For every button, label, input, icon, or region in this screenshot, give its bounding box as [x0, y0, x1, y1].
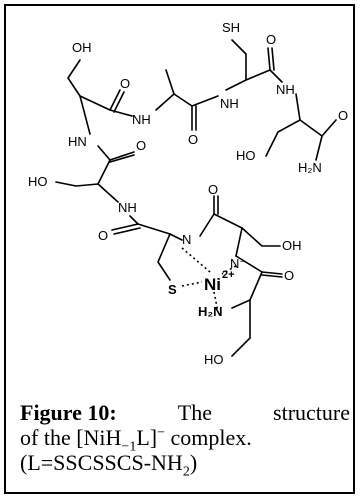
atom-label-o-8: O [284, 268, 294, 283]
atom-label-o-6: O [98, 228, 108, 243]
atom-label-ni: Ni [204, 275, 221, 294]
caption-line3-prefix: (L=SSCSSCS-NH [20, 450, 183, 475]
caption-label: Figure 10: [20, 400, 117, 425]
atom-label-n-1: N [182, 232, 191, 247]
atom-label-ho-ser3: HO [28, 174, 48, 189]
atom-label-nh-2: NH [220, 96, 239, 111]
atom-label-o-1: O [120, 76, 130, 91]
caption-line-1: Figure 10: The structure [20, 400, 350, 425]
caption-line3-suffix: ) [189, 450, 198, 475]
caption-word-structure: structure [273, 400, 350, 425]
atom-label-oh-ser1: OH [72, 40, 92, 55]
atom-label-ho-ser4: HO [236, 148, 256, 163]
figure-caption: Figure 10: The structure of the [NiH−1L]… [20, 400, 350, 479]
atom-label-nh-4: NH [118, 200, 137, 215]
caption-line2-mid: L] [136, 425, 158, 450]
atom-label-s: S [168, 282, 177, 297]
caption-line-2: of the [NiH−1L]− complex. [20, 425, 350, 454]
atom-label-o-2: O [266, 32, 276, 47]
atom-label-h2n-amide: H₂N [298, 160, 322, 175]
atom-label-sh: SH [222, 20, 240, 35]
atom-label-nh-1: NH [132, 112, 151, 127]
caption-line2-sup: − [157, 425, 165, 441]
chemical-structure: OH O NH SH O NH NH O O HO H₂N HN O HO NH… [28, 20, 348, 367]
atom-label-o-7: O [208, 182, 218, 197]
atom-label-ho-ser6: HO [204, 352, 224, 367]
atom-label-nh-3: NH [276, 82, 295, 97]
atom-label-hn-1: HN [68, 134, 87, 149]
atom-label-o-3: O [188, 132, 198, 147]
atom-label-o-5: O [136, 138, 146, 153]
atom-label-o-4: O [338, 108, 348, 123]
atom-labels: OH O NH SH O NH NH O O HO H₂N HN O HO NH… [28, 20, 348, 367]
atom-label-ni-charge: 2+ [222, 269, 235, 281]
coordination-bonds [181, 247, 237, 313]
caption-line3-sub: 2 [182, 464, 190, 480]
caption-line2-sub: −1 [121, 439, 137, 455]
caption-word-the: The [177, 400, 212, 425]
atom-label-n-minus: N⁻ [230, 256, 246, 271]
caption-line2-suffix: complex. [165, 425, 252, 450]
figure-frame: OH O NH SH O NH NH O O HO H₂N HN O HO NH… [4, 4, 355, 494]
structure-bonds [55, 39, 337, 357]
atom-label-h2n: H₂N [198, 304, 223, 319]
caption-line-3: (L=SSCSSCS-NH2) [20, 450, 350, 479]
caption-line2-prefix: of the [NiH [20, 425, 122, 450]
atom-label-oh-ser5: OH [282, 238, 302, 253]
